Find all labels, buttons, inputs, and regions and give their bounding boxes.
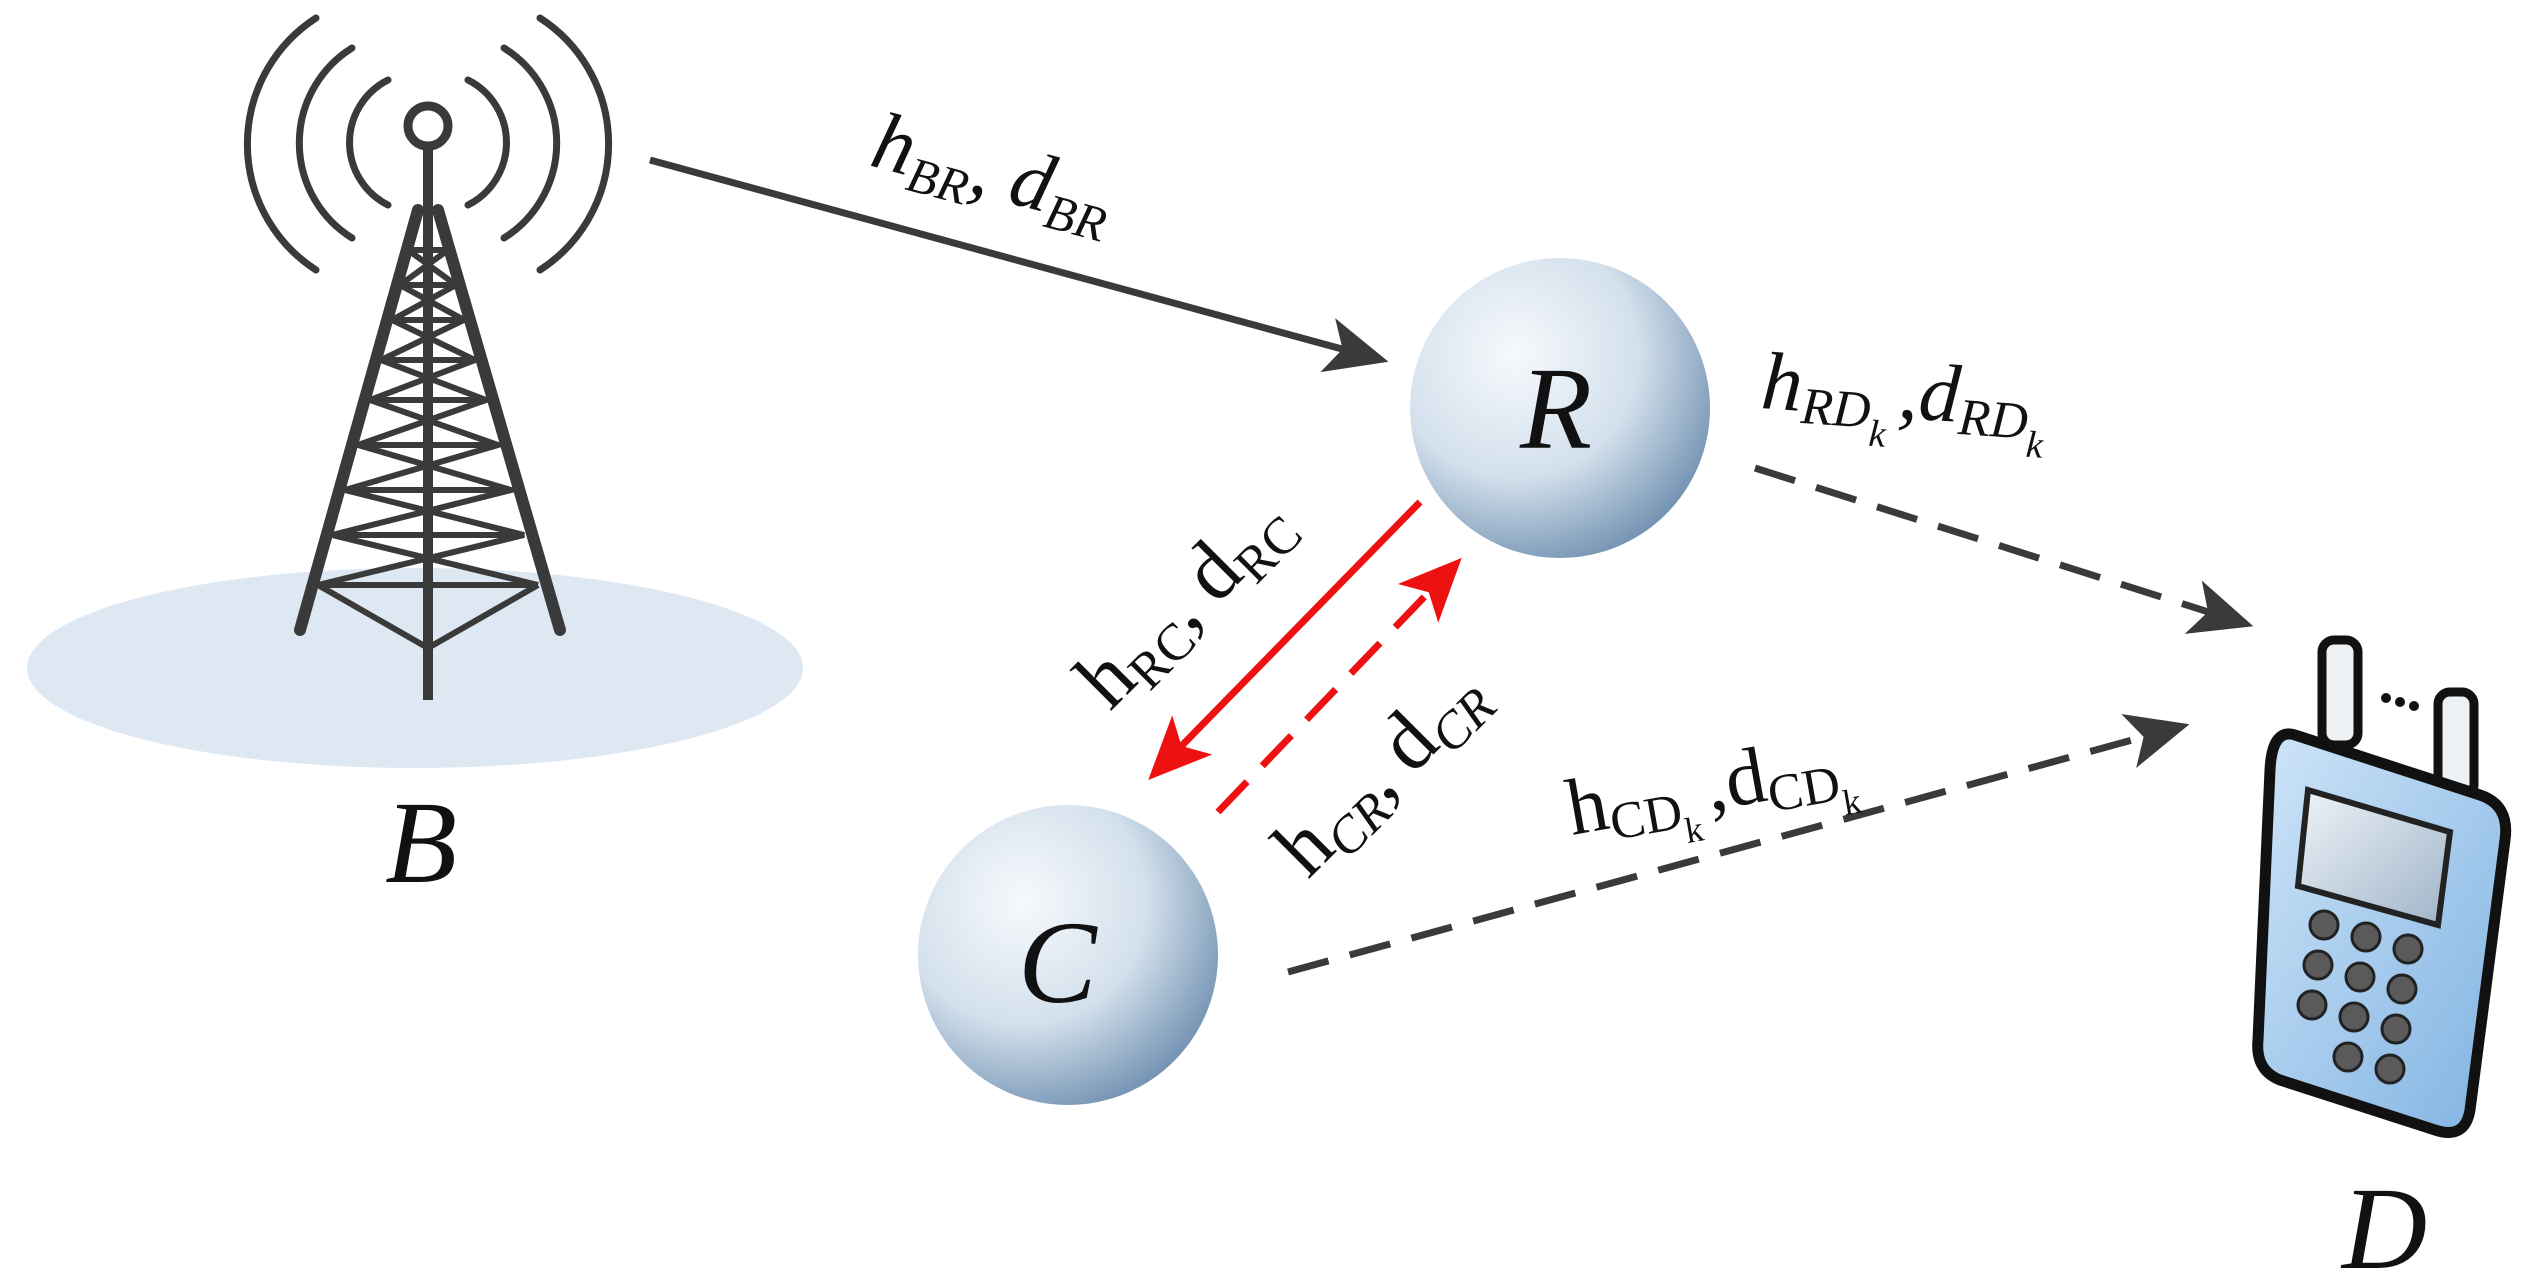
radio-waves-icon — [243, 14, 613, 274]
link-arrow-rd — [1753, 464, 2254, 634]
label-rd: hRDk,dRDk — [1757, 335, 2050, 467]
tower-lattice — [316, 247, 540, 652]
link-arrow-br — [649, 156, 1389, 373]
svg-text:hCDk,dCDk: hCDk,dCDk — [1560, 716, 1864, 871]
label-cd-h-subsub: k — [1682, 808, 1707, 851]
node-c — [918, 805, 1218, 1105]
svg-text:hRC,dRC: hRC,dRC — [1058, 475, 1314, 731]
label-cd: hCDk,dCDk — [1560, 716, 1864, 871]
node-label-c: C — [1018, 897, 1098, 1028]
label-br-d-sub: BR — [1039, 183, 1113, 253]
base-station-icon — [27, 14, 803, 768]
label-cr: hCR,dCR — [1256, 647, 1508, 899]
label-rd-d-sub: RD — [1956, 389, 2030, 451]
label-rd-h-subsub: k — [1867, 413, 1888, 456]
svg-text:hRDk,dRDk: hRDk,dRDk — [1757, 335, 2050, 467]
ground-ellipse — [27, 568, 803, 768]
label-rd-h-sub: RD — [1798, 378, 1872, 440]
svg-text:hCR,dCR: hCR,dCR — [1256, 647, 1508, 899]
label-rd-h: h — [1759, 335, 1806, 429]
node-label-d: D — [2340, 1163, 2427, 1286]
label-cd-d-sub: CD — [1763, 755, 1844, 824]
link-arrow-cd — [1287, 713, 2190, 976]
label-cd-h: h — [1560, 759, 1615, 853]
label-rd-d: d — [1916, 346, 1964, 440]
keypad — [2296, 909, 2424, 1085]
label-cd-h-sub: CD — [1606, 783, 1687, 852]
node-label-r: R — [1519, 343, 1592, 474]
label-rd-d-subsub: k — [2025, 424, 2046, 467]
link-arrow-rc — [1148, 499, 1423, 781]
link-arrow-cr — [1215, 557, 1462, 815]
mobile-phone-icon — [2252, 635, 2512, 1138]
relay-node-r — [1410, 258, 1710, 558]
label-rc: hRC,dRC — [1058, 475, 1314, 731]
node-label-b: B — [385, 777, 457, 908]
